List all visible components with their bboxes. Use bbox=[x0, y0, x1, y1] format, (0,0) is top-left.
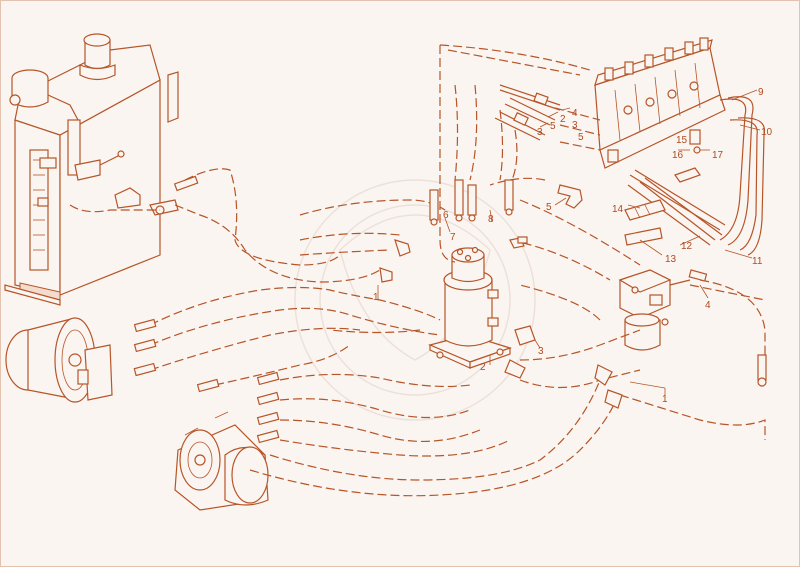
travel-motor-right bbox=[174, 411, 269, 511]
callout-numbers: 4 2 3 5 3 5 15 16 17 9 10 5 6 7 8 14 12 … bbox=[373, 87, 773, 405]
pipe-clamps bbox=[624, 199, 666, 246]
callout-6: 6 bbox=[443, 210, 449, 221]
tank-breather-cap bbox=[79, 33, 116, 81]
pipe-bundle bbox=[627, 169, 726, 246]
left-fittings bbox=[133, 175, 280, 444]
callout-10: 10 bbox=[761, 127, 773, 138]
callout-1-right: 1 bbox=[662, 394, 668, 405]
callout-14: 14 bbox=[612, 204, 624, 215]
callout-15: 15 bbox=[676, 135, 688, 146]
solenoid-valve-block bbox=[618, 269, 691, 326]
swivel-joint bbox=[428, 246, 512, 369]
hydraulic-tank bbox=[4, 44, 179, 306]
callout-4-right: 4 bbox=[705, 300, 711, 311]
tank-sight-valve bbox=[37, 119, 125, 207]
callout-11: 11 bbox=[752, 256, 763, 267]
accumulator bbox=[624, 313, 661, 351]
callout-5-second: 5 bbox=[578, 132, 584, 143]
callout-5-mid: 5 bbox=[546, 202, 552, 213]
callout-1-center: 1 bbox=[373, 292, 379, 303]
callout-12: 12 bbox=[681, 241, 693, 252]
callout-3-top: 3 bbox=[572, 120, 578, 131]
tank-filter-head bbox=[9, 69, 79, 121]
elbow-fittings bbox=[379, 184, 623, 409]
callout-7: 7 bbox=[450, 232, 456, 243]
callout-3-second: 3 bbox=[537, 127, 543, 138]
right-fittings bbox=[517, 236, 767, 387]
callout-2-top: 2 bbox=[560, 114, 566, 125]
tank-mount-bracket bbox=[114, 187, 179, 216]
callout-9: 9 bbox=[758, 87, 764, 98]
callout-3-bottom: 3 bbox=[538, 346, 544, 357]
callout-2-bottom: 2 bbox=[480, 362, 486, 373]
callout-17: 17 bbox=[712, 150, 724, 161]
callout-16: 16 bbox=[672, 150, 684, 161]
fitting-hoses bbox=[494, 84, 561, 141]
control-valve bbox=[594, 37, 726, 169]
leader-lines bbox=[377, 89, 761, 398]
callout-13: 13 bbox=[665, 254, 677, 265]
vertical-fittings bbox=[429, 179, 514, 226]
callout-5-top: 5 bbox=[550, 121, 556, 132]
callout-4-top: 4 bbox=[572, 108, 578, 119]
callout-8: 8 bbox=[488, 214, 494, 225]
travel-motor-left bbox=[5, 317, 113, 403]
steel-pipes bbox=[719, 96, 766, 256]
